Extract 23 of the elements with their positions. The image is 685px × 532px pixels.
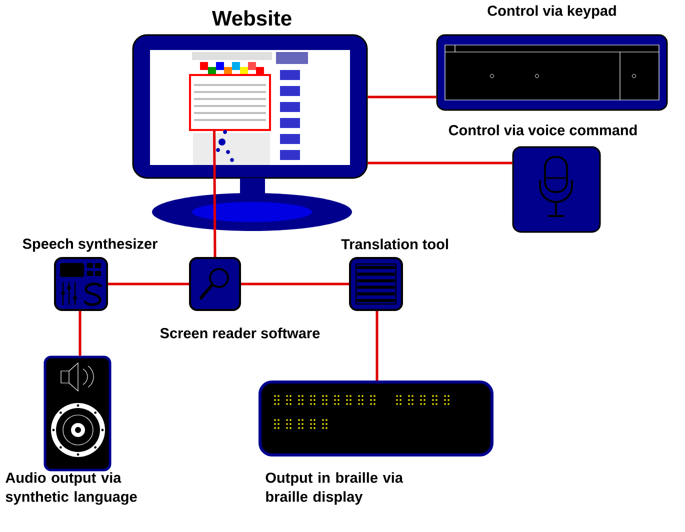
node-title: Translation tool bbox=[341, 238, 448, 250]
monitor-drawing bbox=[132, 34, 368, 231]
connector-line bbox=[376, 311, 378, 380]
mic-drawing bbox=[512, 146, 601, 233]
connector-line bbox=[78, 311, 82, 356]
connector-line bbox=[108, 282, 189, 286]
node-title: Audio output via synthetic language bbox=[6, 472, 137, 505]
synth-drawing bbox=[54, 257, 108, 311]
node-title: Control via keypad bbox=[488, 5, 616, 19]
braille-drawing bbox=[258, 380, 494, 456]
connector-line bbox=[213, 129, 216, 257]
speaker-drawing bbox=[44, 356, 112, 472]
connector-line bbox=[241, 282, 349, 286]
translate-drawing bbox=[349, 257, 403, 311]
node-title: Speech synthesizer bbox=[22, 238, 158, 252]
node-title: Output in braille via braille display bbox=[266, 472, 404, 505]
node-title: Website bbox=[212, 10, 292, 26]
node-title: Screen reader software bbox=[160, 328, 320, 338]
connector-line bbox=[368, 96, 436, 98]
node-title: Control via voice command bbox=[448, 124, 637, 136]
reader-drawing bbox=[189, 257, 241, 311]
connector-line bbox=[368, 162, 512, 164]
keypad-drawing bbox=[436, 34, 668, 111]
